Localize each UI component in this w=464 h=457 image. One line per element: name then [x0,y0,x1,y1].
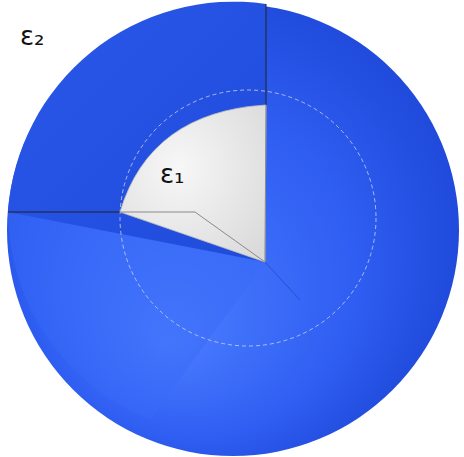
core-edge [120,212,265,262]
cut-edge [266,4,267,106]
hidden-outline [120,90,376,346]
cut-edge [8,212,120,213]
permittivity-label: ε₂ [20,22,44,51]
permittivity-label: ε₁ [160,160,184,189]
cut-face [8,2,266,262]
cut-edge [265,262,300,300]
inner-sphere: ε₁ [110,100,270,268]
text-holder: ε₂ [20,22,44,51]
core-edge [265,105,266,262]
text-holder: ε₁ [160,160,184,189]
core-outline [110,100,270,268]
core-octant [120,105,266,262]
